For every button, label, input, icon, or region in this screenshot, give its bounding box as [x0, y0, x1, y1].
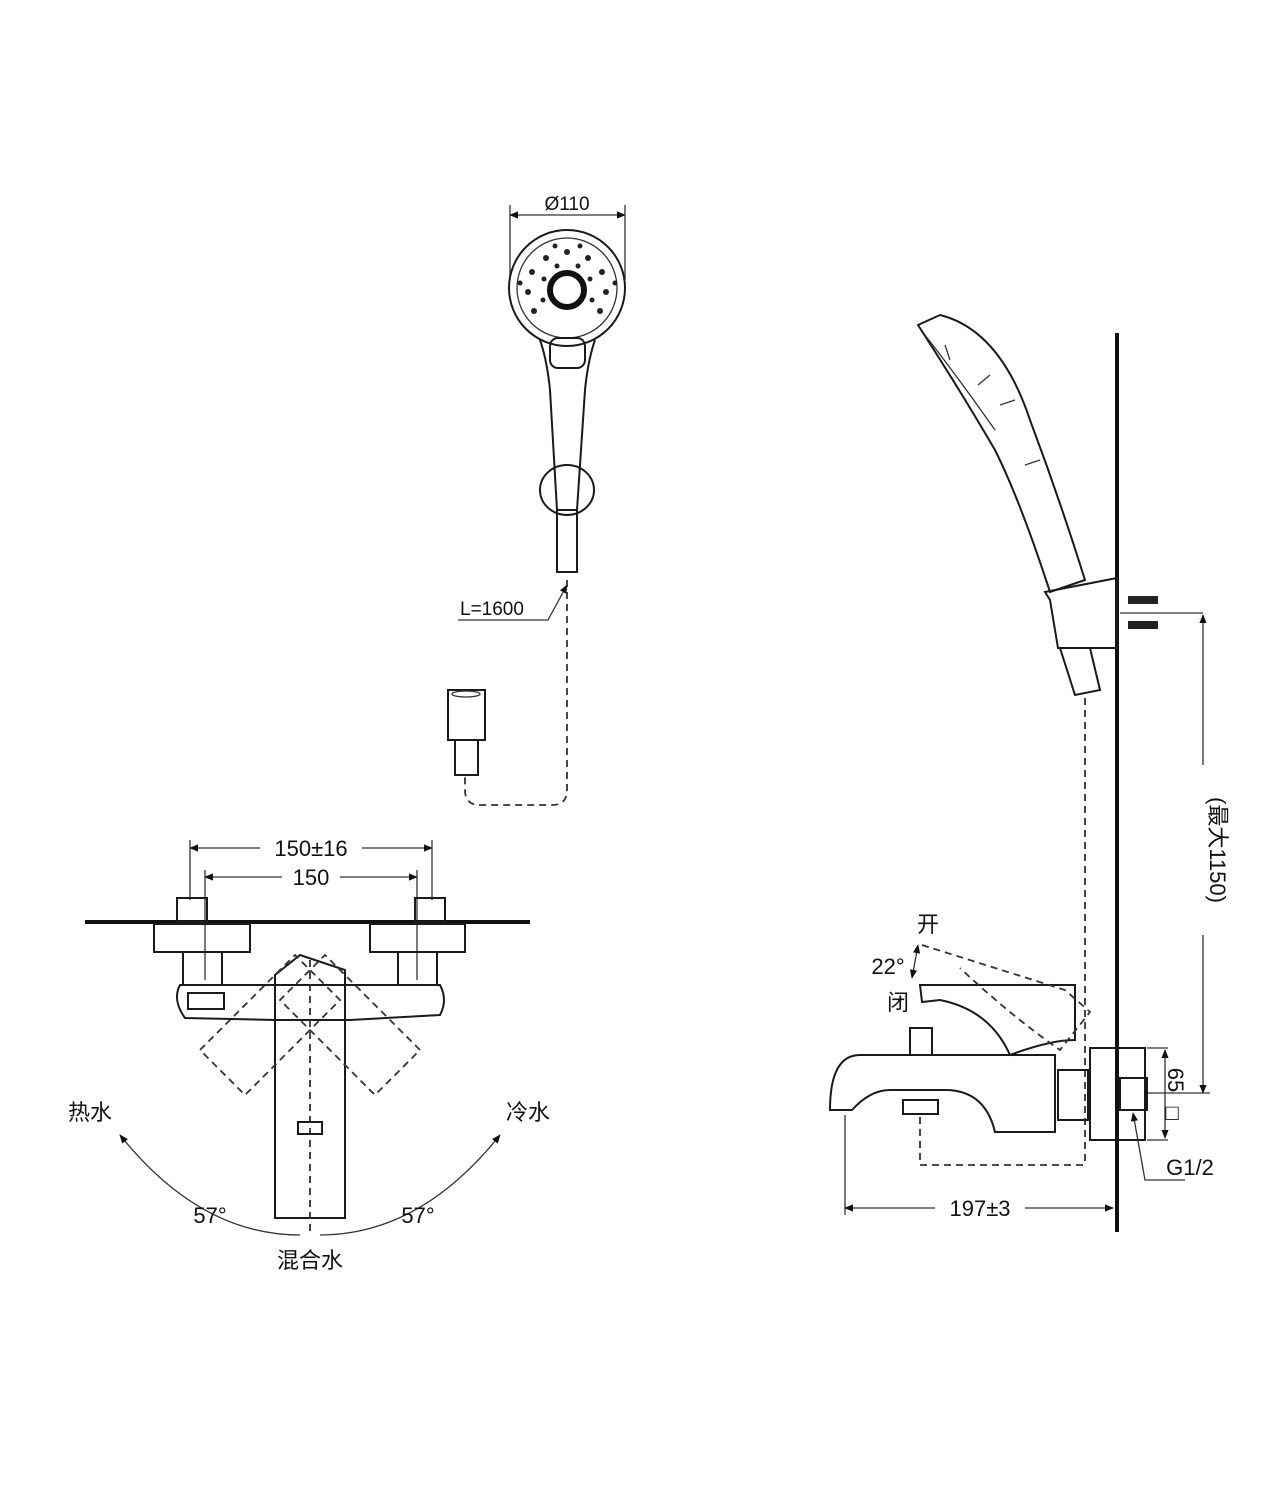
spray-nozzles — [517, 243, 618, 314]
wall-bracket — [1043, 576, 1118, 649]
hose-length-label: L=1600 — [460, 599, 524, 620]
handshower-front-view: Ø110 L=1600 — [447, 194, 626, 806]
handle — [539, 339, 596, 511]
center-spray-ring — [547, 270, 587, 310]
connection-dimension-label: 65 — [1163, 1068, 1188, 1092]
spout-body — [828, 1054, 1056, 1133]
wall-flange-side — [1089, 1047, 1146, 1141]
mixer-body — [175, 984, 445, 1021]
mode-button — [549, 337, 586, 369]
thread-label: G1/2 — [1166, 1155, 1214, 1180]
inner-dimension-label: 150 — [293, 865, 330, 890]
diverter-knob — [909, 1027, 933, 1056]
holder-ring — [539, 464, 595, 516]
faucet-front-view: 150±16 150 热水 冷水 57° 57° 混合水 — [68, 836, 550, 1273]
spout-outlet — [902, 1099, 939, 1115]
diameter-label: Ø110 — [544, 194, 589, 215]
side-view: (最大1150) 开 22° 闭 65 □ G1/2 197±3 — [828, 313, 1230, 1232]
left-flange — [153, 923, 251, 953]
hot-angle-label: 57° — [193, 1203, 226, 1228]
outer-dimension-label: 150±16 — [274, 836, 347, 861]
shower-head-face — [508, 229, 626, 347]
open-label: 开 — [917, 912, 939, 937]
square-symbol-label: □ — [1165, 1100, 1178, 1125]
shower-head-side — [916, 313, 1087, 594]
projection-label: 197±3 — [949, 1196, 1010, 1221]
hose-dashed — [464, 580, 568, 806]
lever-angle-label: 22° — [871, 954, 904, 979]
lever-handle — [274, 953, 346, 1219]
cold-angle-label: 57° — [401, 1203, 434, 1228]
cold-water-label: 冷水 — [506, 1100, 550, 1125]
mixed-water-label: 混合水 — [277, 1248, 343, 1273]
closed-label: 闭 — [887, 990, 909, 1015]
max-height-label: (最大1150) — [1205, 797, 1230, 903]
mounting-screws — [1128, 596, 1158, 629]
hot-water-label: 热水 — [68, 1100, 112, 1125]
hose-connector — [556, 509, 578, 573]
